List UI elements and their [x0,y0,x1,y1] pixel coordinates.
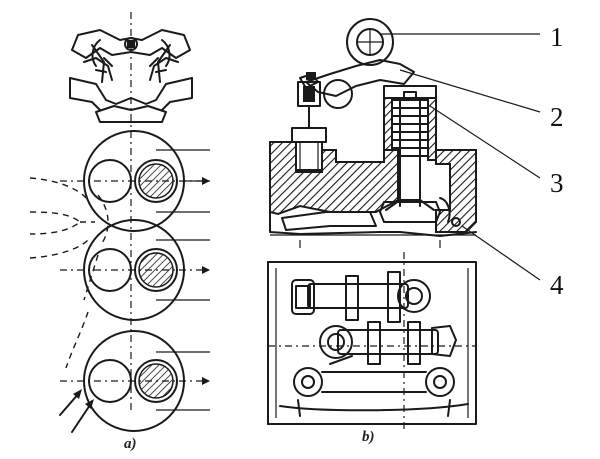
caption-b: b) [362,429,375,445]
cylinder-2 [60,219,210,321]
callout-1-label: 1 [550,22,564,52]
figure-a [29,12,210,433]
cylinder-1 [60,130,210,232]
intake-flow-lines [29,177,109,433]
rocker-shaft [346,18,394,66]
plan-view [267,252,477,430]
cylinder-head-body [269,141,477,248]
callout-4-label: 4 [550,270,564,300]
callout-3-label: 3 [550,168,564,198]
cylinder-3 [60,330,210,432]
figure-b [267,18,541,430]
head-section-top [69,12,193,410]
callout-2-label: 2 [550,102,564,132]
pushrod-assembly [291,81,327,171]
leader-lines [380,33,541,281]
caption-a: a) [124,436,137,452]
